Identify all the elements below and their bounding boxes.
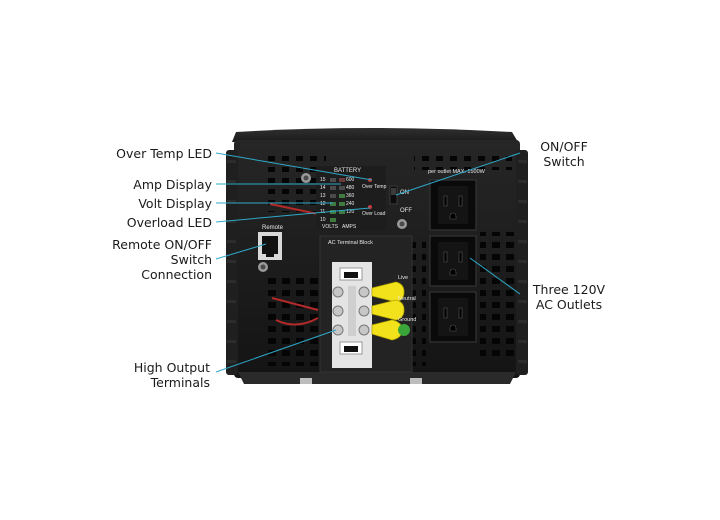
- outlet-max-caption: per outlet MAX. 1500W: [428, 169, 486, 175]
- amps-caption: AMPS: [342, 224, 357, 230]
- remote-label-line3: Connection: [141, 267, 212, 282]
- ac-outlets-label: Three 120V AC Outlets: [524, 282, 614, 312]
- volts-caption: VOLTS: [322, 224, 339, 230]
- remote-connection-label: Remote ON/OFF Switch Connection: [100, 237, 212, 282]
- outlets-line2: AC Outlets: [535, 297, 603, 312]
- high-output-line1: High Output: [133, 360, 210, 375]
- over-temp-leader: [215, 152, 373, 181]
- screw: [301, 173, 311, 183]
- ground-caption: Ground: [398, 317, 416, 323]
- volt-display-label: Volt Display: [138, 196, 212, 211]
- ac-terminal-block[interactable]: AC Terminal Block: [319, 235, 413, 373]
- over-load-caption: Over Load: [362, 211, 386, 217]
- remote-label-line2: Switch: [170, 252, 212, 267]
- remote-leader: [215, 243, 267, 260]
- high-output-terminals-label: High Output Terminals: [110, 360, 210, 390]
- overload-led-label: Overload LED: [126, 215, 212, 230]
- remote-caption: Remote: [262, 225, 284, 231]
- volt-tick: 13: [320, 193, 326, 199]
- over-temp-led-label: Over Temp LED: [116, 146, 212, 161]
- volt-led-bar: [330, 178, 336, 222]
- volt-tick: 15: [320, 177, 326, 183]
- high-output-line2: Terminals: [150, 375, 210, 390]
- neutral-connector: [371, 299, 405, 321]
- amp-tick: 480: [346, 185, 355, 191]
- amp-display-label: Amp Display: [133, 177, 212, 192]
- volt-tick: 10: [320, 217, 326, 223]
- amp-led-bar: [339, 178, 345, 214]
- callout-lines: [215, 152, 521, 373]
- live-caption: Live: [398, 275, 408, 281]
- right-vent: [480, 232, 514, 362]
- amp-tick: 360: [346, 193, 355, 199]
- terminal-block-caption: AC Terminal Block: [328, 240, 373, 246]
- overload-leader: [215, 207, 371, 223]
- remote-label-line1: Remote ON/OFF: [112, 237, 212, 252]
- volt-tick: 12: [320, 201, 326, 207]
- top-right-vent: [414, 150, 512, 170]
- high-output-leader: [215, 329, 337, 373]
- off-label: OFF: [400, 208, 412, 214]
- outlets-line1: Three 120V: [532, 282, 606, 297]
- battery-display-panel: BATTERY 15 14 13 12 11 10 600 480: [316, 166, 387, 230]
- outlets-leader: [469, 257, 521, 295]
- screw: [258, 262, 268, 272]
- ground-connector: [371, 319, 410, 341]
- screw: [397, 219, 407, 229]
- volt-tick: 14: [320, 185, 326, 191]
- amp-tick: 600: [346, 177, 355, 183]
- battery-title: BATTERY: [334, 168, 361, 174]
- internal-wires: [269, 203, 319, 326]
- amp-scale: 600 480 360 240 120: [346, 177, 355, 215]
- ac-outlet[interactable]: [429, 235, 477, 287]
- onoff-line1: ON/OFF: [540, 139, 588, 154]
- onoff-line2: Switch: [543, 154, 585, 169]
- onoff-switch-label: ON/OFF Switch: [524, 139, 604, 169]
- amp-tick: 120: [346, 209, 355, 215]
- over-temp-caption: Over Temp: [362, 184, 387, 190]
- amp-tick: 240: [346, 201, 355, 207]
- onoff-leader: [395, 152, 521, 196]
- remote-port[interactable]: Remote: [258, 225, 284, 260]
- ac-outlet[interactable]: [429, 291, 477, 343]
- on-label: ON: [400, 190, 409, 196]
- ac-outlet[interactable]: [429, 179, 477, 231]
- neutral-caption: Neutral: [398, 296, 416, 302]
